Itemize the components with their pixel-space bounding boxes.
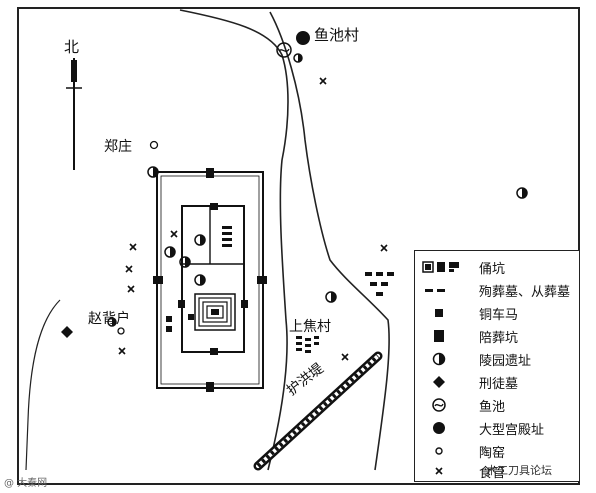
legend-row-ruins: 陵园遗址 xyxy=(415,349,579,369)
place-zhengzhuang: 郑庄 xyxy=(104,139,132,155)
north-arrow xyxy=(66,58,82,170)
burial-marks-inner xyxy=(166,226,232,332)
legend-label-pit: 俑坑 xyxy=(479,262,506,277)
legend-label-kiln: 陶窑 xyxy=(479,446,506,461)
terrain-line-left xyxy=(25,299,61,471)
legend-row-convict: 刑徒墓 xyxy=(415,372,579,392)
legend-label-convict: 刑徒墓 xyxy=(479,377,519,392)
kiln-symbols xyxy=(118,77,388,361)
legend-row-food-store: 食管 xyxy=(415,461,579,481)
legend-row-accompany-pit: 陪葬坑 xyxy=(415,326,579,346)
ruins-symbols xyxy=(107,53,528,327)
legend-row-kiln: 陶窑 xyxy=(415,441,579,461)
map-legend: 俑坑 殉葬墓、从葬墓 铜车马 陪葬坑 陵园遗址 刑徒墓 xyxy=(414,250,580,482)
legend-row-chariot: 铜车马 xyxy=(415,303,579,323)
place-shangjiao-village: 上焦村 xyxy=(289,319,331,335)
legend-label-pond: 鱼池 xyxy=(479,400,506,415)
palace-symbol xyxy=(296,31,310,45)
accompany-pit-icon xyxy=(434,330,444,342)
flood-embankment xyxy=(253,351,383,471)
inner-wall xyxy=(178,203,248,355)
legend-row-pit: 俑坑 xyxy=(415,257,579,277)
north-label: 北 xyxy=(64,38,80,56)
convict-tomb-symbol xyxy=(61,326,73,338)
legend-label-burial: 殉葬墓、从葬墓 xyxy=(479,285,571,300)
food-store-icon xyxy=(435,467,443,475)
chariot-icon xyxy=(435,309,443,317)
legend-label-ruins: 陵园遗址 xyxy=(479,354,532,369)
legend-label-chariot: 铜车马 xyxy=(479,308,519,323)
legend-row-pond: 鱼池 xyxy=(415,395,579,415)
food-store-symbols xyxy=(117,140,159,335)
ruins-icon xyxy=(432,352,446,366)
map-frame xyxy=(17,7,580,485)
legend-row-palace: 大型宫殿址 xyxy=(415,418,579,438)
outer-wall xyxy=(153,168,267,392)
legend-label-palace: 大型宫殿址 xyxy=(479,423,545,438)
burial-groups xyxy=(296,272,394,353)
river-right-bank xyxy=(269,11,390,471)
pond-icon xyxy=(432,398,446,412)
legend-label-accompany-pit: 陪葬坑 xyxy=(479,331,519,346)
watermark-right: 木工刀具论坛 xyxy=(486,464,552,477)
legend-label-food-store: 食管 xyxy=(479,466,506,481)
burial-icon xyxy=(425,289,445,292)
tumulus xyxy=(194,293,236,331)
pit-icon xyxy=(422,261,459,273)
convict-icon xyxy=(433,376,445,388)
place-zhaobeihu: 赵背户 xyxy=(88,311,130,327)
kiln-icon xyxy=(435,447,443,455)
watermark-left: @ 大秦网 xyxy=(4,478,48,489)
place-yuchi-village: 鱼池村 xyxy=(314,26,360,44)
pond-symbol xyxy=(276,42,292,58)
river-left-bank xyxy=(179,9,289,471)
legend-row-burial: 殉葬墓、从葬墓 xyxy=(415,280,579,300)
palace-icon xyxy=(433,422,445,434)
